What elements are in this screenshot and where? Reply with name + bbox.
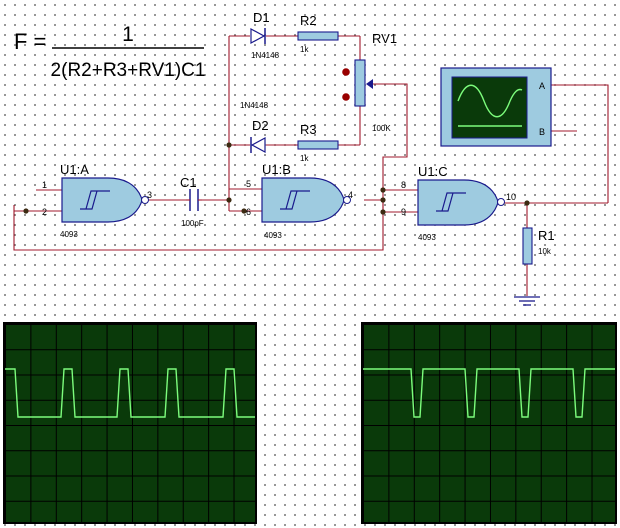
u1a-pin-in2: 2: [42, 207, 47, 217]
u1b-part: 4093: [264, 231, 282, 240]
u1b-pin-in1: 5: [246, 179, 251, 189]
rv1-ref: RV1: [372, 31, 397, 46]
gate-u1c: U1:C 4093 8 9 10: [401, 164, 516, 242]
capacitor-c1: C1 100pF: [180, 175, 204, 228]
ground-icon: [514, 296, 540, 306]
wires: [13, 35, 609, 296]
junction-dots: [23, 142, 530, 215]
u1b-pin-out: 4: [348, 190, 353, 200]
u1c-ref: U1:C: [418, 164, 448, 179]
resistor-r3: R3 1k: [297, 122, 339, 163]
u1c-pin-in1: 8: [401, 180, 406, 190]
scope-channel-b: B: [539, 127, 545, 137]
scope-channel-a: A: [539, 81, 545, 91]
pot-adjust-dot[interactable]: [342, 93, 350, 101]
d1-ref: D1: [253, 10, 270, 25]
r1-value: 10k: [538, 247, 552, 256]
resistor-r2: R2 1k: [297, 13, 339, 54]
rv1-value: 100K: [372, 124, 391, 133]
d2-ref: D2: [252, 118, 269, 133]
u1a-ref: U1:A: [60, 162, 89, 177]
potentiometer-rv1: RV1 100K: [342, 31, 397, 133]
scope-trace-left: [5, 368, 255, 418]
r2-value: 1k: [300, 45, 309, 54]
sine-wave-icon: [457, 84, 523, 118]
formula-denominator: 2(R2+R3+RV1)C1: [51, 60, 206, 81]
d1-value: 1N4148: [251, 51, 280, 60]
resistor-r1: R1 10k: [522, 227, 555, 265]
u1b-pin-in2: 6: [246, 207, 251, 217]
u1b-ref: U1:B: [262, 162, 291, 177]
c1-value: 100pF: [181, 219, 204, 228]
diode-d1: D1 1N4148: [250, 10, 280, 60]
scope-screen-left: [3, 322, 257, 524]
d2-value: 1N4148: [240, 101, 269, 110]
r2-ref: R2: [300, 13, 317, 28]
gate-u1a: U1:A 4093 1 2 3: [42, 162, 152, 239]
schmitt-trigger-icon: [436, 192, 466, 212]
formula-lhs: F =: [14, 29, 46, 54]
scope-screen-right: [361, 322, 617, 524]
schmitt-trigger-icon: [80, 190, 110, 210]
r3-ref: R3: [300, 122, 317, 137]
schmitt-trigger-icon: [280, 190, 310, 210]
u1c-pin-out: 10: [506, 192, 516, 202]
u1a-pin-in1: 1: [42, 180, 47, 190]
oscilloscope[interactable]: A B: [440, 67, 552, 147]
u1c-part: 4093: [418, 233, 436, 242]
r3-value: 1k: [300, 154, 309, 163]
frequency-formula: F = 1 2(R2+R3+RV1)C1: [14, 23, 205, 81]
c1-ref: C1: [180, 175, 197, 190]
pot-adjust-dot[interactable]: [342, 68, 350, 76]
waveform-right: [363, 368, 615, 418]
gate-u1b: U1:B 4093 5 6 4: [246, 162, 353, 240]
u1a-part: 4093: [60, 230, 78, 239]
u1c-pin-in2: 9: [401, 207, 406, 217]
formula-numerator: 1: [122, 23, 134, 46]
schematic: F = 1 2(R2+R3+RV1)C1: [13, 10, 609, 306]
waveform-left: [5, 368, 255, 418]
u1a-pin-out: 3: [147, 190, 152, 200]
scope-trace-right: [363, 368, 615, 418]
r1-ref: R1: [538, 228, 555, 243]
diode-d2: D2 1N4148: [240, 101, 269, 154]
